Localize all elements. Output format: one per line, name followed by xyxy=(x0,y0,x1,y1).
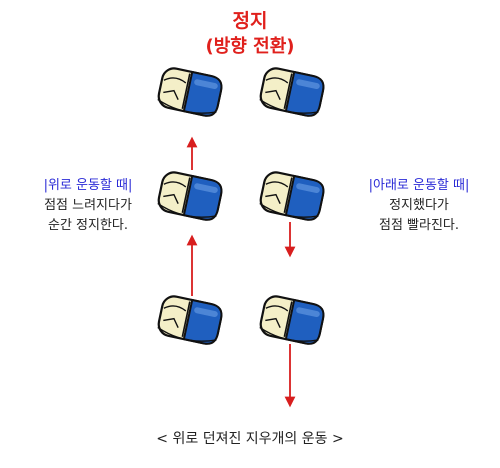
figure-caption: < 위로 던져진 지우개의 운동 > xyxy=(156,431,344,447)
left-description: |위로 운동할 때| 점점 느려지다가 순간 정지한다. xyxy=(8,176,168,236)
right-description-line2: 점점 빨라진다. xyxy=(378,218,460,233)
title-line2: (방향 전환) xyxy=(205,36,295,57)
right-description-line1: 정지했다가 xyxy=(389,198,449,213)
left-description-line2: 순간 정지한다. xyxy=(47,218,129,233)
eraser-icon xyxy=(155,293,225,347)
title-line1: 정지 xyxy=(232,10,268,32)
left-description-line1: 점점 느려지다가 xyxy=(44,198,132,213)
right-description-heading: |아래로 운동할 때| xyxy=(368,178,470,193)
left-description-heading: |위로 운동할 때| xyxy=(43,178,133,193)
right-description: |아래로 운동할 때| 정지했다가 점점 빨라진다. xyxy=(344,176,494,236)
eraser-icon xyxy=(155,169,225,223)
eraser-icon xyxy=(257,65,327,119)
eraser-icon xyxy=(155,65,225,119)
eraser-icon xyxy=(257,169,327,223)
eraser-icon xyxy=(257,293,327,347)
